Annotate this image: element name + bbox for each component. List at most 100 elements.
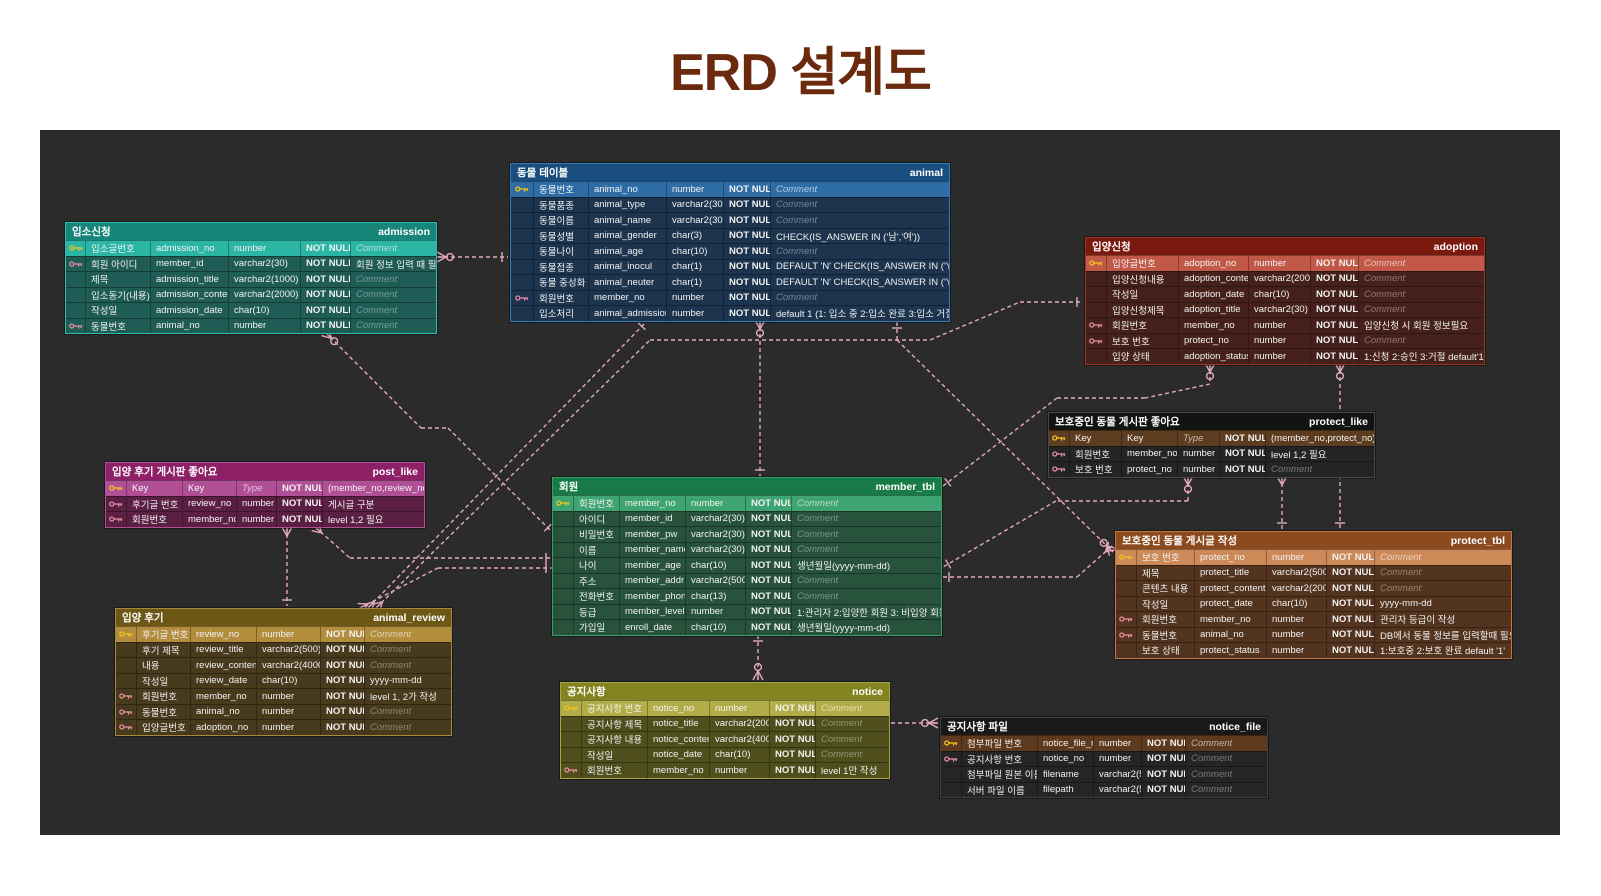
key-icon	[1089, 338, 1103, 344]
col-type: number	[709, 701, 769, 716]
col-type: char(10)	[256, 673, 320, 688]
col-comment: DEFAULT 'N' CHECK(IS_ANSWER IN ('Y','N')…	[770, 275, 949, 290]
key-icon	[119, 631, 133, 637]
col-type: number	[256, 627, 320, 642]
key-cell	[511, 213, 533, 228]
col-comment: (member_no,protect_no)	[1265, 431, 1374, 446]
col-nullable: NOT NULL	[320, 689, 364, 704]
key-cell	[553, 574, 573, 589]
col-type: Type	[1177, 431, 1219, 446]
col-name: adoption_no	[1178, 256, 1248, 271]
key-cell	[553, 512, 573, 527]
col-name: animal_no	[190, 704, 256, 719]
col-name: adoption_status	[1178, 349, 1248, 364]
col-nullable: NOT NULL	[723, 213, 770, 228]
table-title-en: post_like	[372, 465, 418, 478]
col-nullable: NOT NULL	[1326, 643, 1374, 658]
table-title-en: animal	[909, 166, 943, 179]
col-name: adoption_content	[1178, 271, 1248, 286]
col-nullable: NOT NULL	[1310, 333, 1358, 348]
key-icon	[109, 516, 123, 522]
col-type: varchar2(500)	[1093, 767, 1141, 782]
key-icon	[944, 740, 958, 746]
col-name-ko: 등급	[573, 604, 619, 619]
col-type: varchar2(30)	[228, 256, 300, 271]
col-type: number	[666, 182, 723, 197]
pk-key-cell	[1049, 431, 1069, 446]
col-type: number	[1266, 643, 1326, 658]
col-type: number	[256, 704, 320, 719]
col-name: animal_type	[588, 197, 666, 212]
col-type: number	[685, 496, 745, 511]
key-cell	[1116, 566, 1136, 581]
col-name-ko: 공지사항 내용	[581, 732, 647, 747]
col-comment: 1:신청 2:승인 3:거절 default'1'	[1358, 349, 1484, 364]
key-icon	[1052, 451, 1066, 457]
col-nullable: NOT NULL	[723, 275, 770, 290]
key-icon	[1119, 554, 1133, 560]
col-type: char(10)	[709, 747, 769, 762]
key-cell	[561, 748, 581, 763]
col-comment: Comment	[1374, 581, 1511, 596]
key-cell	[1086, 287, 1106, 302]
col-name: notice_file_no	[1037, 736, 1093, 751]
table-title-en: adoption	[1433, 240, 1478, 253]
col-name: member_addr	[619, 573, 685, 588]
col-type: varchar2(30)	[1248, 302, 1310, 317]
pk-key-cell	[106, 481, 126, 496]
key-cell	[511, 198, 533, 213]
col-comment: Comment	[350, 287, 436, 302]
key-cell	[553, 605, 573, 620]
col-type: number	[1093, 736, 1141, 751]
col-comment: (member_no,review_no)	[322, 481, 424, 496]
col-name: animal_neuter	[588, 275, 666, 290]
key-cell	[553, 589, 573, 604]
col-name-ko: 동물번호	[85, 318, 150, 333]
col-comment: Comment	[770, 290, 949, 305]
col-type: number	[228, 318, 300, 333]
col-name-ko: 공지사항 번호	[961, 751, 1037, 766]
col-type: char(10)	[1248, 287, 1310, 302]
col-name-ko: 입소처리	[533, 306, 588, 321]
col-name-ko: 작성일	[136, 673, 190, 688]
table-title-ko: 보호중인 동물 게시글 작성	[1122, 535, 1238, 547]
fk-key-cell	[511, 291, 533, 306]
col-type: number	[1177, 462, 1219, 477]
col-name: member_no	[1178, 318, 1248, 333]
col-nullable: NOT NULL	[1219, 431, 1265, 446]
col-type: char(10)	[685, 620, 745, 635]
pk-key-cell	[1086, 256, 1106, 271]
col-nullable: NOT NULL	[300, 318, 350, 333]
key-cell	[561, 717, 581, 732]
col-name: enroll_date	[619, 620, 685, 635]
col-type: char(10)	[1266, 596, 1326, 611]
col-name: notice_no	[647, 701, 709, 716]
col-name: Key	[1121, 431, 1177, 446]
col-nullable: NOT NULL	[1310, 256, 1358, 271]
col-name-ko: 작성일	[85, 303, 150, 318]
col-name-ko: 동물품종	[533, 197, 588, 212]
table-title-en: animal_review	[373, 611, 445, 624]
col-name: member_pw	[619, 527, 685, 542]
col-name: protect_title	[1194, 565, 1266, 580]
